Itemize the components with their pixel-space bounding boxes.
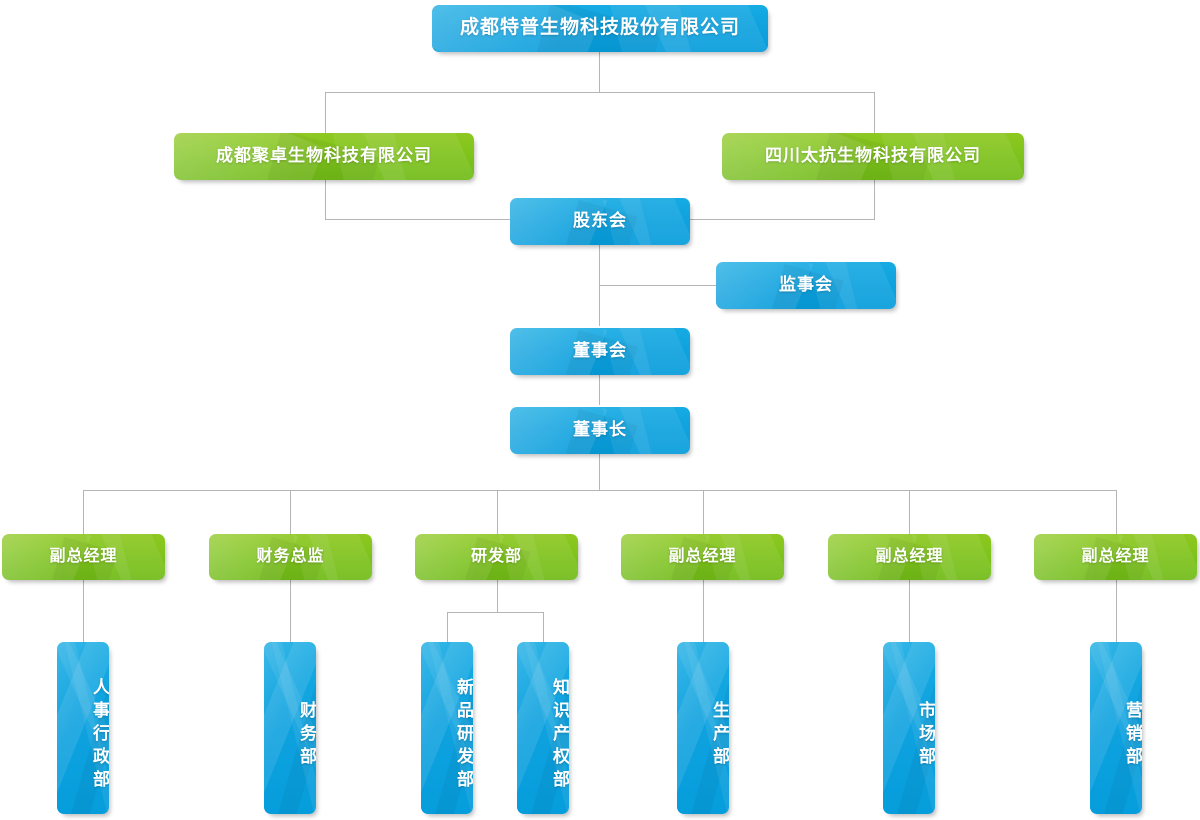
connector-manager-drop-5 bbox=[909, 490, 910, 534]
node-board-of-directors[interactable]: 董事会 bbox=[510, 328, 690, 375]
node-label: 董事会 bbox=[573, 341, 627, 361]
node-label: 财务总监 bbox=[256, 547, 325, 565]
node-label: 成都聚卓生物科技有限公司 bbox=[216, 146, 432, 166]
connector-root-down bbox=[599, 52, 600, 93]
node-root-company[interactable]: 成都特普生物科技股份有限公司 bbox=[432, 5, 768, 52]
node-shareholders-meeting[interactable]: 股东会 bbox=[510, 198, 690, 245]
connector-manager-drop-6 bbox=[1116, 490, 1117, 534]
node-subsidiary-left[interactable]: 成都聚卓生物科技有限公司 bbox=[174, 133, 474, 180]
node-label: 副总经理 bbox=[1081, 547, 1150, 565]
connector-manager-drop-4 bbox=[703, 490, 704, 534]
connector-dept-drop-finance bbox=[290, 580, 291, 642]
node-manager-6[interactable]: 副总经理 bbox=[1034, 534, 1197, 580]
node-label: 生产部 bbox=[710, 700, 729, 770]
node-label: 董事长 bbox=[573, 420, 627, 440]
node-department-finance[interactable]: 财务部 bbox=[264, 642, 316, 814]
connector-board-chairman bbox=[599, 375, 600, 405]
node-chairman[interactable]: 董事长 bbox=[510, 407, 690, 454]
node-label: 成都特普生物科技股份有限公司 bbox=[459, 17, 740, 39]
connector-dept-drop-market bbox=[909, 580, 910, 642]
node-label: 新品研发部 bbox=[454, 677, 473, 793]
connector-manager-bus bbox=[83, 490, 1116, 491]
node-label: 股东会 bbox=[573, 211, 627, 231]
node-subsidiary-right[interactable]: 四川太抗生物科技有限公司 bbox=[722, 133, 1024, 180]
node-label: 知识产权部 bbox=[550, 677, 569, 793]
node-label: 人事行政部 bbox=[90, 677, 109, 793]
node-department-sales[interactable]: 营销部 bbox=[1090, 642, 1142, 814]
connector-chairman-down bbox=[599, 454, 600, 491]
node-label: 副总经理 bbox=[668, 547, 737, 565]
node-board-of-supervisors[interactable]: 监事会 bbox=[716, 262, 896, 309]
connector-left-to-shareholders bbox=[325, 219, 511, 220]
node-label: 市场部 bbox=[916, 700, 935, 770]
node-label: 副总经理 bbox=[875, 547, 944, 565]
node-department-market[interactable]: 市场部 bbox=[883, 642, 935, 814]
connector-level2-bus bbox=[325, 92, 875, 93]
node-label: 财务部 bbox=[297, 700, 316, 770]
node-manager-4[interactable]: 副总经理 bbox=[621, 534, 784, 580]
connector-manager-drop-2 bbox=[290, 490, 291, 534]
connector-dept-drop-production bbox=[703, 580, 704, 642]
node-department-new-product-rd[interactable]: 新品研发部 bbox=[421, 642, 473, 814]
node-label: 营销部 bbox=[1123, 700, 1142, 770]
node-label: 副总经理 bbox=[49, 547, 118, 565]
connector-manager-drop-3 bbox=[497, 490, 498, 534]
node-manager-3[interactable]: 研发部 bbox=[415, 534, 578, 580]
connector-dept-drop-sales bbox=[1116, 580, 1117, 642]
node-manager-2[interactable]: 财务总监 bbox=[209, 534, 372, 580]
connector-rd-down bbox=[497, 580, 498, 612]
node-manager-1[interactable]: 副总经理 bbox=[2, 534, 165, 580]
connector-rd-bus bbox=[447, 612, 544, 613]
connector-manager-drop-1 bbox=[83, 490, 84, 534]
connector-dept-drop-hr bbox=[83, 580, 84, 642]
node-department-intellectual-property[interactable]: 知识产权部 bbox=[517, 642, 569, 814]
connector-rd-drop-ip bbox=[543, 612, 544, 642]
node-label: 研发部 bbox=[470, 547, 522, 565]
node-department-hr-admin[interactable]: 人事行政部 bbox=[57, 642, 109, 814]
connector-right-to-shareholders bbox=[689, 219, 875, 220]
node-label: 四川太抗生物科技有限公司 bbox=[765, 146, 981, 166]
connector-supervisors-branch bbox=[599, 285, 716, 286]
connector-rd-drop-new-product bbox=[447, 612, 448, 642]
node-department-production[interactable]: 生产部 bbox=[677, 642, 729, 814]
node-label: 监事会 bbox=[779, 275, 833, 295]
node-manager-5[interactable]: 副总经理 bbox=[828, 534, 991, 580]
